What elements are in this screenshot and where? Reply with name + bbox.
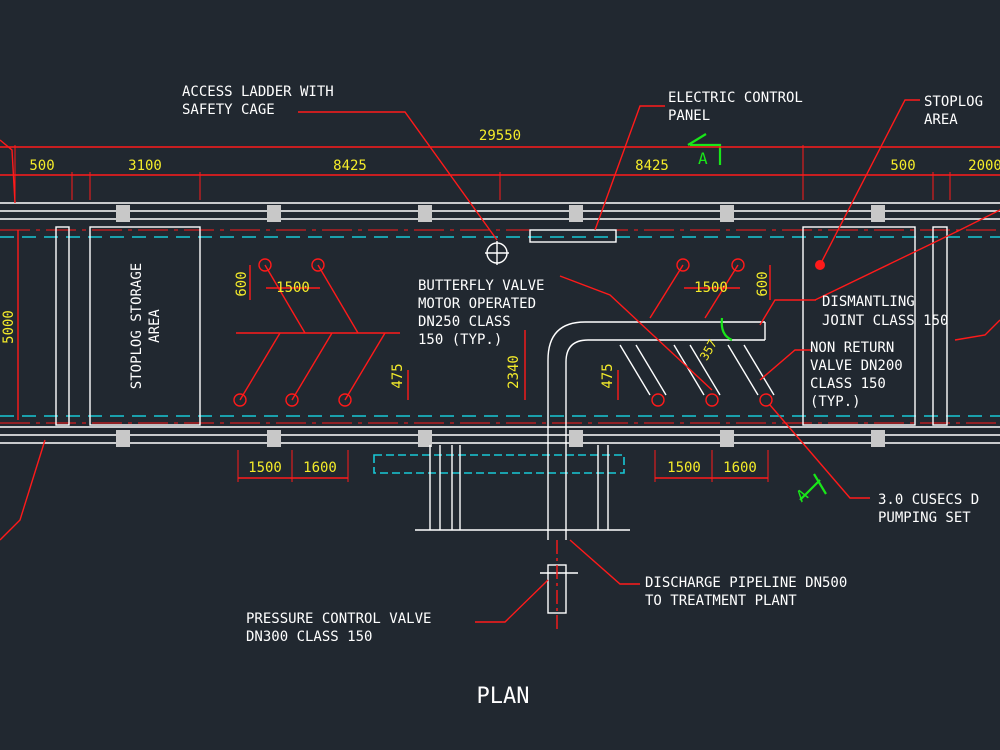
dim-bottom-right-1: 1500 [667, 460, 701, 476]
stoplog-storage-box [89, 226, 201, 426]
dim-475-left: 475 [390, 363, 406, 388]
stoplog-slot-right [932, 226, 948, 426]
dismantling-joint-label-1: DISMANTLING [822, 294, 915, 310]
pressure-valve-label-2: DN300 CLASS 150 [246, 629, 372, 645]
dim-bottom-left-2: 1600 [303, 460, 337, 476]
dismantling-joint-label-2: JOINT CLASS 150 [822, 313, 948, 329]
stoplog-storage-label-1: STOPLOG STORAGE [129, 263, 145, 389]
butterfly-valve-label-4: 150 (TYP.) [418, 332, 502, 348]
stoplog-storage-label-2: AREA [147, 309, 163, 343]
dim-top-6: 2000 [968, 158, 1000, 174]
dim-bottom-left-1: 1500 [248, 460, 282, 476]
drawing-title: PLAN [477, 684, 530, 709]
butterfly-valve-symbol [485, 241, 509, 265]
non-return-valve-label-4: (TYP.) [810, 394, 861, 410]
dim-top-1: 500 [29, 158, 54, 174]
dim-top-2: 3100 [128, 158, 162, 174]
section-mark-top-label: A [698, 149, 708, 168]
pumping-set-label-1: 3.0 CUSECS D [878, 492, 979, 508]
leader-lines [0, 99, 1000, 623]
dim-top-4: 8425 [635, 158, 669, 174]
butterfly-valve-label-3: DN250 CLASS [418, 314, 511, 330]
dim-pump-offset-left: 600 [234, 271, 250, 296]
section-mark-top: A [687, 133, 722, 168]
bottom-wall [0, 426, 1000, 444]
dim-pump-top-right: 1500 [694, 280, 728, 296]
dim-2340: 2340 [506, 355, 522, 389]
electric-panel-label-2: PANEL [668, 108, 710, 124]
access-ladder-label-2: SAFETY CAGE [182, 102, 275, 118]
wall-columns [116, 205, 885, 447]
dim-top-3: 8425 [333, 158, 367, 174]
sump-pit [373, 445, 630, 531]
dismantling-joint-mark [720, 317, 733, 342]
dim-475-right: 475 [600, 363, 616, 388]
stoplog-area-label-2: AREA [924, 112, 958, 128]
pumping-set-label-2: PUMPING SET [878, 510, 971, 526]
stoplog-slot-left [55, 226, 70, 426]
non-return-valve-label-1: NON RETURN [810, 340, 894, 356]
electric-panel-symbol [529, 229, 617, 243]
dim-overall: 29550 [479, 128, 521, 144]
section-mark-bottom: A [793, 473, 827, 506]
dimension-lines [0, 145, 1000, 482]
dim-357: 357 [697, 337, 720, 363]
pump-branches-right [619, 344, 775, 396]
discharge-pipeline [540, 321, 766, 630]
dim-pump-offset-right: 600 [755, 271, 771, 296]
dim-bottom-right-2: 1600 [723, 460, 757, 476]
dim-top-5: 500 [890, 158, 915, 174]
top-wall [0, 202, 1000, 220]
pump-set-left [233, 258, 400, 407]
stoplog-area-box [802, 226, 916, 426]
discharge-pipeline-label-2: TO TREATMENT PLANT [645, 593, 797, 609]
dim-pump-top-left: 1500 [276, 280, 310, 296]
pump-set-right-circles [649, 258, 773, 407]
non-return-valve-label-3: CLASS 150 [810, 376, 886, 392]
dim-left-height: 5000 [1, 310, 17, 344]
section-mark-bottom-label: A [793, 485, 812, 506]
access-ladder-label-1: ACCESS LADDER WITH [182, 84, 334, 100]
butterfly-valve-label-1: BUTTERFLY VALVE [418, 278, 544, 294]
discharge-pipeline-label-1: DISCHARGE PIPELINE DN500 [645, 575, 847, 591]
pressure-valve-label-1: PRESSURE CONTROL VALVE [246, 611, 431, 627]
stoplog-area-label-1: STOPLOG [924, 94, 983, 110]
non-return-valve-label-2: VALVE DN200 [810, 358, 903, 374]
butterfly-valve-label-2: MOTOR OPERATED [418, 296, 536, 312]
electric-panel-label-1: ELECTRIC CONTROL [668, 90, 803, 106]
